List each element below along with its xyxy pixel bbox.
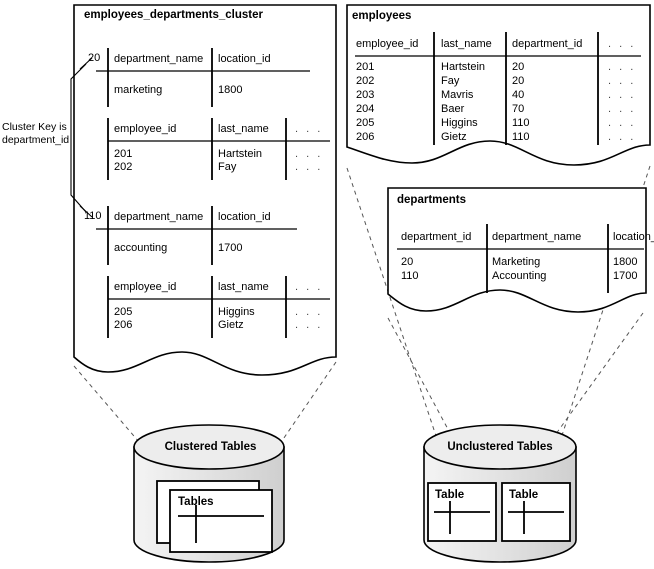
cluster-g1-dept-cell-0-0: marketing (114, 84, 163, 96)
employees-cell-1-0: 202 (356, 75, 375, 87)
cluster-g1-emp-cell-0-1: Hartstein (218, 148, 263, 160)
cluster-g1-emp-cell-0-0: 201 (114, 148, 133, 160)
cluster-g1-emp-header-1: last_name (218, 123, 269, 135)
employees-cell-0-1: Hartstein (441, 61, 486, 73)
cluster-key-tick-20 (79, 57, 93, 70)
cluster-group-key-110: 110 (84, 210, 102, 222)
departments-cell-1-2: 1700 (613, 270, 638, 282)
cluster-box-outline (73, 4, 337, 376)
cluster-group-key-20: 20 (88, 52, 101, 64)
clustered-cylinder-top (133, 424, 285, 470)
cluster-g1-dept-header-0: department_name (114, 53, 204, 65)
employees-cell-2-0: 203 (356, 89, 375, 101)
unclustered-card-right-label: Table (509, 489, 539, 501)
employees-header-0: employee_id (356, 38, 419, 50)
employees-box-outline (346, 4, 651, 166)
employees-cell-1-1: Fay (441, 75, 460, 87)
employees-cell-3-2: 70 (512, 103, 525, 115)
employees-cell-2-2: 40 (512, 89, 525, 101)
clustered-card-front (169, 489, 273, 553)
dashed-connector-cluster-right (261, 361, 337, 471)
departments-header-0: department_id (401, 231, 472, 243)
employees-header-2: department_id (512, 38, 583, 50)
cluster-g1-emp-cell-0-2: . . . (295, 148, 323, 160)
employees-cell-5-0: 206 (356, 131, 375, 143)
cluster-key-tick-110 (79, 205, 93, 218)
cluster-key-brace (70, 63, 87, 213)
cluster-g1-dept-header-1: location_id (218, 53, 271, 65)
unclustered-cylinder-label: Unclustered Tables (447, 441, 553, 453)
cluster-g2-emp-cell-0-2: . . . (295, 306, 323, 318)
cluster-g2-emp-cell-1-1: Gietz (218, 319, 244, 331)
departments-cell-1-0: 110 (401, 270, 419, 282)
employees-header-3: . . . (608, 38, 636, 50)
cluster-g2-dept-header-0: department_name (114, 211, 204, 223)
cluster-g2-dept-cell-0-0: accounting (114, 242, 168, 254)
cluster-g2-emp-cell-0-0: 205 (114, 306, 133, 318)
employees-box-title: employees (352, 10, 412, 22)
departments-cell-0-1: Marketing (492, 256, 541, 268)
employees-cell-4-1: Higgins (441, 117, 478, 129)
employees-cell-3-1: Baer (441, 103, 465, 115)
employees-cell-2-1: Mavris (441, 89, 474, 101)
cluster-key-note-line2: department_id (2, 134, 70, 146)
departments-header-2: location_id (613, 231, 654, 243)
clustered-card-label: Tables (178, 496, 214, 508)
employees-cell-0-2: 20 (512, 61, 525, 73)
cluster-g1-emp-header-0: employee_id (114, 123, 177, 135)
cluster-g2-emp-header-1: last_name (218, 281, 269, 293)
cluster-g2-emp-cell-1-0: 206 (114, 319, 133, 331)
employees-cell-4-3: . . . (608, 117, 636, 129)
employees-cell-0-3: . . . (608, 61, 636, 73)
employees-cell-5-1: Gietz (441, 131, 467, 143)
cluster-key-note-line1: Cluster Key is (2, 121, 67, 133)
cluster-g1-emp-header-2: . . . (295, 123, 323, 135)
unclustered-card-left-plus-icon (434, 501, 490, 534)
employees-cell-5-3: . . . (608, 131, 636, 143)
departments-cell-1-1: Accounting (492, 270, 547, 282)
cluster-g1-emp-cell-1-2: . . . (295, 161, 323, 173)
employees-cell-1-2: 20 (512, 75, 525, 87)
cluster-g2-emp-header-2: . . . (295, 281, 323, 293)
employees-cell-2-3: . . . (608, 89, 636, 101)
unclustered-card-right-plus-icon (508, 501, 564, 534)
unclustered-card-left-label: Table (435, 489, 465, 501)
employees-cell-5-2: 110 (512, 131, 530, 143)
departments-box-outline (387, 187, 647, 313)
clustered-card-plus-icon (178, 505, 264, 543)
departments-cell-0-2: 1800 (613, 256, 638, 268)
clustered-cylinder-label: Clustered Tables (164, 441, 257, 453)
departments-cell-0-0: 20 (401, 256, 414, 268)
departments-header-1: department_name (492, 231, 582, 243)
cluster-g2-emp-cell-1-2: . . . (295, 319, 323, 331)
unclustered-cylinder-top (423, 424, 577, 470)
cluster-g1-emp-cell-1-0: 202 (114, 161, 133, 173)
cluster-g1-emp-cell-1-1: Fay (218, 161, 237, 173)
cluster-box-title: employees_departments_cluster (84, 9, 263, 21)
departments-box-title: departments (397, 194, 467, 206)
employees-cell-4-0: 205 (356, 117, 375, 129)
cluster-g2-dept-header-1: location_id (218, 211, 271, 223)
employees-header-1: last_name (441, 38, 492, 50)
employees-cell-3-3: . . . (608, 103, 636, 115)
employees-cell-0-0: 201 (356, 61, 375, 73)
employees-cell-1-3: . . . (608, 75, 636, 87)
employees-cell-4-2: 110 (512, 117, 530, 129)
cluster-g2-emp-header-0: employee_id (114, 281, 177, 293)
cluster-g2-emp-cell-0-1: Higgins (218, 306, 255, 318)
employees-cell-3-0: 204 (356, 103, 375, 115)
cluster-g1-dept-cell-0-1: 1800 (218, 84, 243, 96)
cluster-g2-dept-cell-0-1: 1700 (218, 242, 243, 254)
